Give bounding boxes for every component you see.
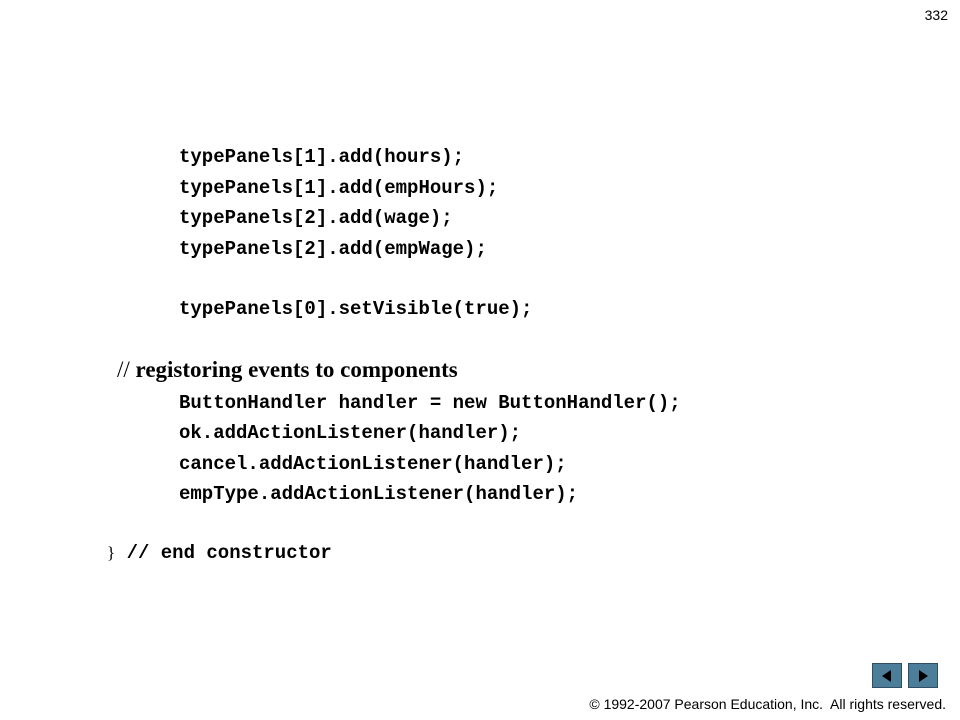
code-line-2: typePanels[1].add(empHours); bbox=[179, 177, 499, 199]
code-line-6: ButtonHandler handler = new ButtonHandle… bbox=[179, 392, 681, 414]
code-line-1: typePanels[1].add(hours); bbox=[179, 146, 465, 168]
comment-slashes: // bbox=[117, 357, 130, 382]
code-line-8: cancel.addActionListener(handler); bbox=[179, 453, 567, 475]
code-line-4: typePanels[2].add(empWage); bbox=[179, 238, 487, 260]
code-line-3: typePanels[2].add(wage); bbox=[179, 207, 453, 229]
code-line-9: empType.addActionListener(handler); bbox=[179, 483, 579, 505]
code-line-5: typePanels[0].setVisible(true); bbox=[179, 298, 533, 320]
prev-slide-button[interactable] bbox=[872, 663, 902, 688]
next-slide-button[interactable] bbox=[908, 663, 938, 688]
arrow-left-icon bbox=[882, 669, 891, 682]
nav-buttons bbox=[872, 663, 938, 688]
closing-brace: } bbox=[107, 543, 116, 562]
arrow-right-icon bbox=[919, 669, 928, 682]
code-line-closing: } // end constructor bbox=[107, 542, 332, 564]
closing-comment: // end constructor bbox=[115, 542, 332, 564]
page-number: 332 bbox=[924, 7, 948, 23]
comment-text: registoring events to components bbox=[129, 357, 458, 382]
copyright-notice: © 1992-2007 Pearson Education, Inc. All … bbox=[589, 696, 946, 712]
code-comment: // registoring events to components bbox=[117, 357, 458, 383]
code-line-7: ok.addActionListener(handler); bbox=[179, 422, 522, 444]
